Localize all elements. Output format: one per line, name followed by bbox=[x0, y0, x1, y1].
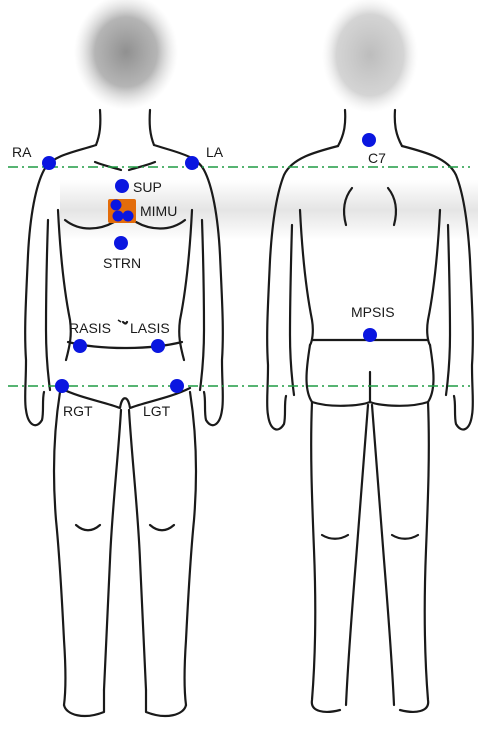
marker-mpsis bbox=[363, 328, 377, 342]
markers bbox=[42, 133, 377, 393]
marker-c7 bbox=[362, 133, 376, 147]
front-clavicle-right bbox=[129, 162, 155, 170]
back-right-leg-outer bbox=[400, 402, 429, 712]
front-left-leg-outer bbox=[54, 392, 66, 705]
marker-rgt bbox=[55, 379, 69, 393]
label-la: LA bbox=[206, 144, 224, 160]
back-left-knee bbox=[322, 535, 348, 539]
back-neck-right bbox=[395, 110, 402, 146]
back-head-blurred bbox=[322, 0, 418, 113]
marker-sup bbox=[115, 179, 129, 193]
front-mark bbox=[118, 320, 121, 322]
label-rasis: RASIS bbox=[69, 320, 111, 336]
back-left-leg-outer bbox=[311, 402, 340, 712]
marker-strn bbox=[114, 236, 128, 250]
back-left-arm-inner bbox=[290, 225, 294, 395]
front-head-blurred bbox=[74, 0, 178, 110]
marker-mimu-3 bbox=[123, 211, 134, 222]
label-ra: RA bbox=[12, 144, 32, 160]
label-sup: SUP bbox=[133, 179, 162, 195]
back-right-leg-inner bbox=[372, 405, 394, 705]
label-mpsis: MPSIS bbox=[351, 304, 395, 320]
front-right-foot bbox=[146, 690, 186, 716]
back-right-arm-inner bbox=[446, 225, 450, 395]
label-strn: STRN bbox=[103, 255, 141, 271]
label-c7: C7 bbox=[368, 150, 386, 166]
front-neck-right bbox=[150, 110, 154, 145]
marker-lgt bbox=[170, 379, 184, 393]
back-right-knee bbox=[392, 535, 418, 539]
front-right-arm-inner bbox=[200, 220, 204, 390]
label-lgt: LGT bbox=[143, 403, 171, 419]
marker-la bbox=[185, 156, 199, 170]
back-neck-left bbox=[338, 110, 345, 146]
marker-lasis bbox=[151, 339, 165, 353]
front-left-foot bbox=[64, 690, 104, 716]
front-left-knee bbox=[76, 525, 100, 530]
front-right-knee bbox=[150, 525, 174, 530]
label-mimu: MIMU bbox=[140, 203, 177, 219]
marker-ra bbox=[42, 156, 56, 170]
front-right-leg-outer bbox=[185, 392, 197, 705]
front-navel bbox=[123, 322, 127, 324]
front-clavicle-left bbox=[95, 162, 121, 170]
front-left-arm-inner bbox=[46, 220, 50, 390]
marker-rasis bbox=[73, 339, 87, 353]
front-left-leg-inner bbox=[104, 410, 121, 690]
marker-mimu-1 bbox=[111, 200, 122, 211]
label-lasis: LASIS bbox=[130, 320, 170, 336]
label-rgt: RGT bbox=[63, 403, 93, 419]
front-neck-left bbox=[96, 110, 100, 145]
front-right-leg-inner bbox=[129, 410, 146, 690]
marker-mimu-2 bbox=[113, 211, 124, 222]
back-left-leg-inner bbox=[346, 405, 368, 705]
